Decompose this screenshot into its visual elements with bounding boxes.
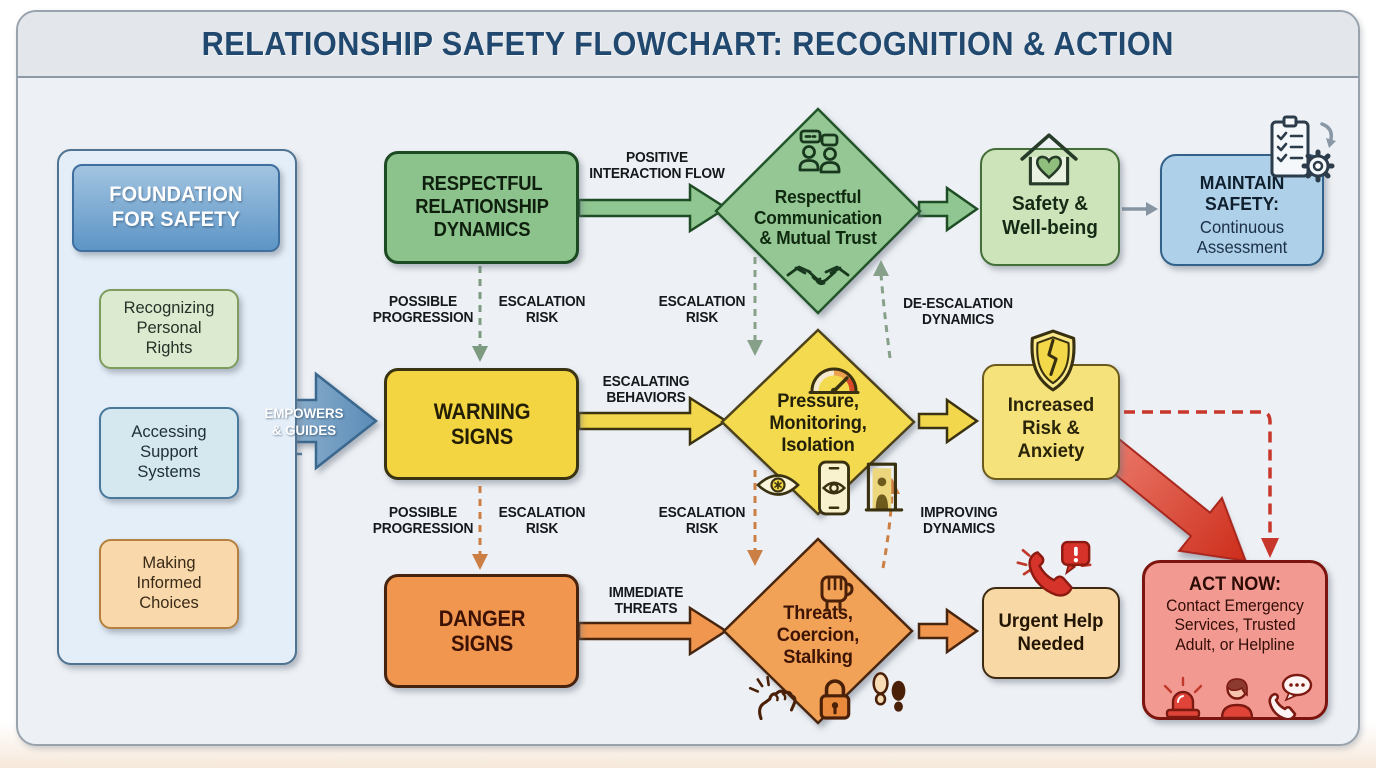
positive-flow-arrow [577,182,729,234]
green-diamond [714,107,922,315]
label-improving-dynamics: IMPROVING DYNAMICS [920,505,998,538]
outcome-maintain: MAINTAIN SAFETY: Continuous Assessment [1160,154,1324,266]
foundation-item-rights: Recognizing Personal Rights [99,289,239,369]
stage-danger-label: DANGER SIGNS [438,605,525,656]
header-bar: RELATIONSHIP SAFETY FLOWCHART: RECOGNITI… [18,12,1358,78]
flowchart-frame: RELATIONSHIP SAFETY FLOWCHART: RECOGNITI… [16,10,1360,746]
label-possible-progression-2: POSSIBLE PROGRESSION [372,505,474,538]
maintain-body: Continuous Assessment [1196,216,1288,257]
stage-respectful: RESPECTFUL RELATIONSHIP DYNAMICS [384,151,579,264]
outcome-safety: Safety & Well-being [980,148,1120,266]
act-title: ACT NOW: [1189,574,1281,595]
outcome-urgent: Urgent Help Needed [982,587,1120,679]
outcome-risk-label: Increased Risk & Anxiety [1007,393,1095,462]
de-escalation-dashed [873,260,892,359]
yellow-diamond [720,328,916,516]
decision-yellow-label: Pressure, Monitoring, Isolation [769,391,867,456]
progression-dashed-orange [472,486,488,570]
risk-dashed-red [1124,410,1279,558]
orange-diamond [722,537,914,725]
orange-outcome-arrow [917,607,980,655]
outcome-risk: Increased Risk & Anxiety [982,364,1120,480]
decision-green-text: Respectful Communication & Mutual Trust [746,178,890,258]
decision-orange-text: Threats, Coercion, Stalking [748,598,888,674]
maintain-title: MAINTAIN SAFETY: [1199,172,1285,215]
empowers-arrow-text: EMPOWERS & GUIDES [264,405,344,438]
label-escalation-risk-3: ESCALATION RISK [658,294,746,327]
yellow-outcome-arrow [917,397,980,445]
improving-dashed [881,478,900,569]
outcome-safety-label: Safety & Well-being [1002,193,1098,239]
stage-warning-label: WARNING SIGNS [433,398,530,449]
label-immediate-threats: IMMEDIATE THREATS [608,585,684,618]
foundation-item-choices: Making Informed Choices [99,539,239,629]
progression-dashed-green [472,266,488,362]
empowers-arrow-label: EMPOWERS & GUIDES [246,400,362,444]
green-outcome-arrow [917,185,980,233]
escalating-behaviors-arrow [577,395,729,447]
label-de-escalation: DE-ESCALATION DYNAMICS [903,296,1013,329]
outcome-act-now: ACT NOW: Contact Emergency Services, Tru… [1142,560,1328,720]
escalation-dashed-2 [747,470,763,566]
stage-warning: WARNING SIGNS [384,368,579,480]
label-escalation-risk-4: ESCALATION RISK [658,505,746,538]
decision-yellow-text: Pressure, Monitoring, Isolation [748,386,888,462]
foundation-title: FOUNDATION FOR SAFETY [109,183,243,231]
escalation-dashed-1 [747,257,763,356]
decision-orange-label: Threats, Coercion, Stalking [776,603,860,668]
act-body: Contact Emergency Services, Trusted Adul… [1166,596,1304,654]
foundation-title-box: FOUNDATION FOR SAFETY [72,164,280,252]
stage-danger: DANGER SIGNS [384,574,579,688]
label-possible-progression-1: POSSIBLE PROGRESSION [372,294,474,327]
outcome-urgent-label: Urgent Help Needed [998,610,1104,655]
stage-respectful-label: RESPECTFUL RELATIONSHIP DYNAMICS [414,173,549,241]
label-escalation-risk-1: ESCALATION RISK [498,294,586,327]
label-escalating-behaviors: ESCALATING BEHAVIORS [602,374,690,407]
immediate-threats-arrow [577,605,729,657]
label-escalation-risk-2: ESCALATION RISK [498,505,586,538]
foundation-item-label: Recognizing Personal Rights [123,299,215,357]
safety-to-maintain-arrow [1122,202,1158,216]
decision-green-label: Respectful Communication & Mutual Trust [753,186,883,249]
foundation-item-label: Making Informed Choices [136,554,202,612]
foundation-item-label: Accessing Support Systems [131,423,207,481]
page-title: RELATIONSHIP SAFETY FLOWCHART: RECOGNITI… [201,25,1175,62]
label-positive-flow: POSITIVE INTERACTION FLOW [589,150,725,183]
foundation-item-support: Accessing Support Systems [99,407,239,499]
